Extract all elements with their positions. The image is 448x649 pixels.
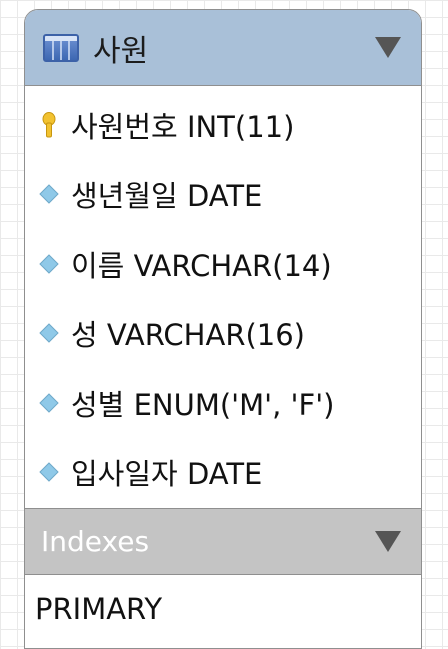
column-label: 이름 VARCHAR(14) (71, 248, 332, 283)
column-label: 성 VARCHAR(16) (71, 318, 305, 353)
collapse-toggle-icon[interactable] (375, 531, 401, 552)
table-icon (43, 33, 79, 62)
column-row[interactable]: 성별 ENUM('M', 'F') (25, 368, 421, 438)
indexes-title: Indexes (41, 525, 150, 558)
index-label: PRIMARY (35, 592, 163, 626)
indexes-header[interactable]: Indexes (25, 508, 421, 575)
collapse-toggle-icon[interactable] (375, 37, 401, 58)
column-label: 입사일자 DATE (71, 457, 263, 492)
column-row[interactable]: 이름 VARCHAR(14) (25, 229, 421, 299)
column-label: 성별 ENUM('M', 'F') (71, 387, 335, 422)
diamond-icon (37, 182, 61, 206)
column-list: 사원번호 INT(11) 생년월일 DATE 이름 VARCHAR(14) 성 … (25, 86, 421, 507)
diamond-icon (37, 321, 61, 345)
column-row[interactable]: 생년월일 DATE (25, 160, 421, 230)
column-label: 생년월일 DATE (71, 179, 263, 214)
column-row[interactable]: 사원번호 INT(11) (25, 90, 421, 160)
table-title: 사원 (93, 33, 149, 69)
diamond-icon (37, 460, 61, 484)
column-row[interactable]: 성 VARCHAR(16) (25, 299, 421, 369)
diamond-icon (37, 391, 61, 415)
column-label: 사원번호 INT(11) (71, 109, 295, 144)
er-table-entity[interactable]: 사원 사원번호 INT(11) 생년월일 DATE 이름 VARCHAR(14) (24, 9, 422, 649)
table-header[interactable]: 사원 (25, 10, 421, 86)
diamond-icon (37, 252, 61, 276)
key-icon (37, 111, 61, 138)
index-row[interactable]: PRIMARY (25, 575, 421, 643)
column-row[interactable]: 입사일자 DATE (25, 438, 421, 508)
